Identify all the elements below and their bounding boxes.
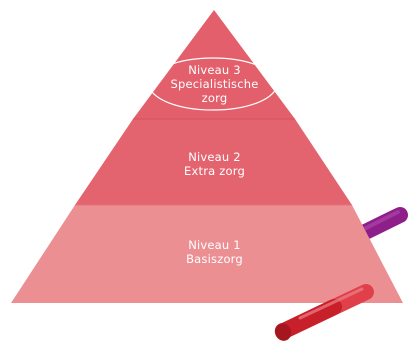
pyramid-level-1 xyxy=(11,205,403,303)
pyramid-level-3 xyxy=(133,10,295,119)
pyramid-level-2 xyxy=(75,119,352,205)
level-2-label: Niveau 2 Extra zorg xyxy=(60,150,369,178)
red-marker-icon xyxy=(274,284,374,341)
level-3-line-2: zorg xyxy=(201,91,228,105)
level-3-label: Niveau 3 Specialistische zorg xyxy=(60,63,369,105)
level-3-title: Niveau 3 xyxy=(188,63,241,77)
level-1-label: Niveau 1 Basiszorg xyxy=(60,238,369,266)
highlight-ellipse xyxy=(148,57,278,111)
level-2-title: Niveau 2 xyxy=(188,150,241,164)
level-2-line-1: Extra zorg xyxy=(184,164,245,178)
level-3-line-1: Specialistische xyxy=(170,77,259,91)
level-1-title: Niveau 1 xyxy=(188,238,241,252)
level-1-line-1: Basiszorg xyxy=(186,252,243,266)
